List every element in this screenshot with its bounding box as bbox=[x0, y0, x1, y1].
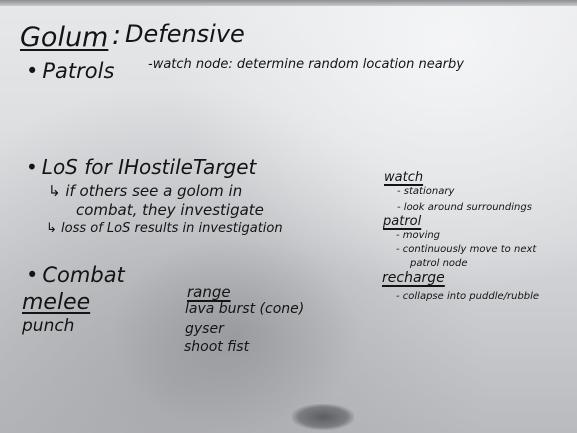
combat-heading: Combat bbox=[26, 265, 124, 286]
range-label: range bbox=[187, 283, 231, 301]
recharge-label: recharge bbox=[382, 270, 445, 286]
title-name: Golum bbox=[20, 22, 109, 53]
range-item-shoot-fist: shoot fist bbox=[184, 339, 250, 355]
patrol-item-2: - continuously move to next bbox=[396, 244, 537, 255]
shadow bbox=[110, 235, 360, 433]
patrols-heading: Patrols bbox=[26, 61, 114, 82]
los-heading: LoS for IHostileTarget bbox=[26, 157, 257, 177]
watch-label: watch bbox=[384, 170, 424, 185]
range-item-gyser: gyser bbox=[185, 321, 224, 337]
patrol-item-1: - moving bbox=[396, 230, 441, 241]
title-subtitle: Defensive bbox=[125, 20, 245, 48]
watch-item-1: - stationary bbox=[397, 186, 455, 197]
patrols-note: -watch node: determine random location n… bbox=[148, 57, 464, 72]
range-item-lava-burst: lava burst (cone) bbox=[185, 301, 305, 317]
los-line-3: ↳ loss of LoS results in investigation bbox=[46, 221, 283, 236]
whiteboard-frame bbox=[0, 0, 577, 6]
watch-item-2: - look around surroundings bbox=[397, 202, 532, 213]
los-line-1: ↳ if others see a golom in bbox=[48, 182, 243, 200]
patrol-label: patrol bbox=[383, 214, 422, 229]
los-line-2: combat, they investigate bbox=[76, 201, 264, 219]
recharge-item-1: - collapse into puddle/rubble bbox=[396, 291, 540, 302]
melee-item-punch: punch bbox=[22, 316, 75, 336]
melee-label: melee bbox=[22, 290, 91, 315]
patrol-item-3: patrol node bbox=[410, 258, 468, 269]
eraser bbox=[292, 404, 354, 430]
title-colon: : bbox=[112, 20, 122, 51]
